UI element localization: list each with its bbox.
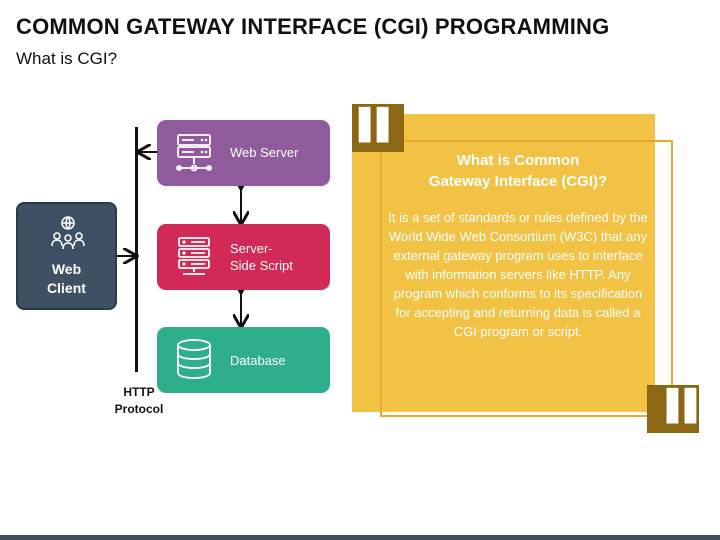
info-card-background — [352, 114, 655, 412]
server-rack-icon — [176, 134, 212, 172]
web-server-label: Web Server — [230, 145, 299, 160]
footer-bar — [0, 535, 720, 540]
users-network-icon — [51, 216, 85, 250]
info-card-title-line1: What is Common — [456, 152, 580, 169]
protocol-label-line2: Protocol — [114, 402, 164, 416]
info-card-frame — [380, 140, 673, 417]
database-label: Database — [230, 353, 286, 368]
info-card-title-line2: Gateway Interface (CGI)? — [428, 173, 608, 190]
web-client-box: Web Client — [16, 202, 117, 310]
server-script-icon — [178, 237, 210, 275]
database-icon — [177, 339, 211, 379]
page-title: COMMON GATEWAY INTERFACE (CGI) PROGRAMMI… — [16, 14, 610, 39]
web-client-label-line2: Client — [47, 280, 86, 296]
open-quote-icon: ▌▌ — [352, 104, 404, 152]
script-label-line2: Side Script — [230, 258, 293, 273]
info-card-title: What is Common Gateway Interface (CGI)? — [392, 150, 644, 192]
info-card-body: It is a set of standards or rules define… — [388, 210, 648, 339]
protocol-label-line1: HTTP — [123, 385, 155, 399]
http-protocol-line — [135, 127, 138, 372]
database-box: Database — [157, 327, 330, 393]
script-label-line1: Server- — [230, 241, 273, 256]
http-protocol-label: HTTP Protocol — [106, 384, 172, 418]
web-server-box: Web Server — [157, 120, 330, 186]
close-quote-icon: ▐▐ — [647, 385, 699, 433]
server-side-script-box: Server- Side Script — [157, 224, 330, 290]
web-client-label-line1: Web — [51, 261, 82, 277]
page-subtitle: What is CGI? — [16, 49, 118, 68]
